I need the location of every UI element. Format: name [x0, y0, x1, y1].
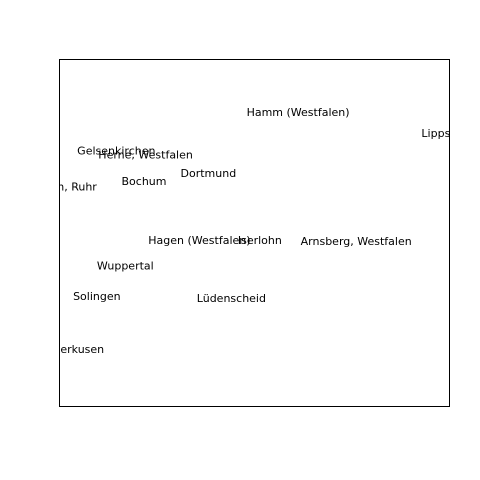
- city-label: Lippstadt: [421, 127, 473, 140]
- city-label: Hagen (Westfalen): [148, 234, 250, 247]
- city-label: Lüdenscheid: [197, 292, 266, 305]
- city-label: Wuppertal: [97, 260, 154, 273]
- city-label: Herne, Westfalen: [98, 148, 193, 161]
- city-labels: Hamm (Westfalen) LippstadtGelsenkirchenHe…: [32, 106, 473, 356]
- city-label: Hamm (Westfalen): [247, 106, 350, 119]
- city-label: Solingen: [73, 290, 121, 303]
- city-label: Dortmund: [181, 167, 237, 180]
- plot-frame: [59, 59, 450, 407]
- city-label: Bochum: [122, 175, 167, 188]
- city-label: Iserlohn: [238, 234, 282, 247]
- city-label: Leverkusen: [41, 343, 104, 356]
- city-label: Gelsenkirchen: [77, 144, 155, 157]
- city-label: Essen, Ruhr: [32, 181, 97, 194]
- city-label: Arnsberg, Westfalen: [301, 235, 412, 248]
